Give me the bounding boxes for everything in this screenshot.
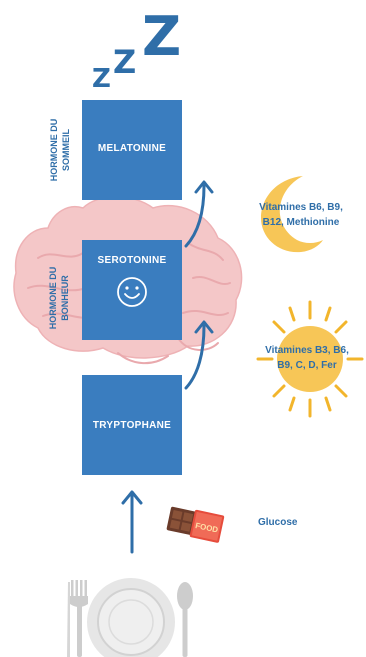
sleep-z-large: Z (142, 5, 182, 68)
label-hormone-bonheur-line1: HORMONE DU (48, 266, 58, 330)
box-melatonine: MELATONINE (82, 100, 182, 200)
vitamins-sun-line2: B9, C, D, Fer (277, 360, 337, 371)
vitamins-sun-text: Vitamines B3, B6, B9, C, D, Fer (248, 343, 366, 373)
melatonine-label: MELATONINE (97, 142, 167, 154)
label-hormone-bonheur: HORMONE DU BONHEUR (47, 254, 71, 342)
serotonine-label: SEROTONINE (97, 254, 167, 266)
sleep-z-small: Z (92, 64, 111, 94)
vitamins-sun-line1: Vitamines B3, B6, (265, 345, 349, 356)
vitamins-moon-line1: Vitamines B6, B9, (259, 202, 343, 213)
tryptophane-label: TRYPTOPHANE (92, 419, 172, 431)
label-hormone-sommeil-line1: HORMONE DU (49, 118, 59, 182)
vitamins-moon-text: Vitamines B6, B9, B12, Methionine (238, 200, 364, 230)
up-arrow-icon (121, 490, 143, 554)
plate-cutlery-icon (67, 578, 193, 657)
curved-arrow-icon (184, 320, 214, 390)
box-tryptophane: TRYPTOPHANE (82, 375, 182, 475)
label-hormone-bonheur-line2: BONHEUR (60, 275, 70, 321)
label-hormone-sommeil: HORMONE DU SOMMEIL (48, 110, 72, 190)
glucose-label: Glucose (258, 517, 298, 528)
chocolate-bar-icon: FOOD (166, 506, 225, 543)
vitamins-moon-line2: B12, Methionine (262, 217, 340, 228)
curved-arrow-icon (184, 180, 214, 248)
sun-icon (256, 300, 364, 418)
moon-icon (261, 176, 323, 253)
sleep-z-medium: Z (113, 43, 137, 81)
smiley-icon (117, 276, 147, 307)
box-serotonine: SEROTONINE (82, 240, 182, 340)
label-hormone-sommeil-line2: SOMMEIL (61, 129, 71, 171)
